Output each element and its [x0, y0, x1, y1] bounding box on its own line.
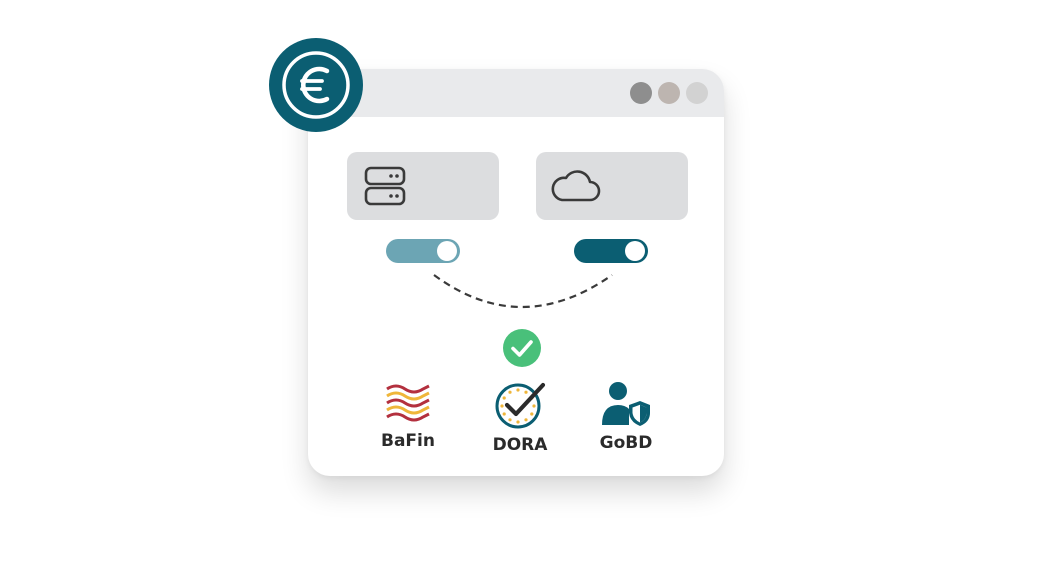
bafin-label: BaFin: [381, 431, 435, 451]
window-control-dot[interactable]: [658, 82, 680, 104]
bafin-logo: [386, 384, 430, 422]
server-card[interactable]: [347, 152, 499, 220]
user-shield-icon: [602, 382, 650, 426]
dora-label: DORA: [492, 435, 548, 455]
cloud-toggle[interactable]: [574, 239, 648, 263]
connection-curve: [433, 274, 613, 308]
app-window: BaFin DORA GoBD: [308, 69, 724, 476]
window-control-dot[interactable]: [686, 82, 708, 104]
toggle-knob: [437, 241, 457, 261]
gobd-badge: GoBD: [581, 381, 671, 453]
euro-icon: [269, 38, 363, 132]
cloud-icon: [551, 170, 601, 202]
euro-badge: [268, 37, 364, 133]
dora-badge: DORA: [475, 381, 565, 455]
check-icon: [503, 329, 541, 367]
cloud-card[interactable]: [536, 152, 688, 220]
on-premise-toggle[interactable]: [386, 239, 460, 263]
toggle-knob: [625, 241, 645, 261]
window-control-dot[interactable]: [630, 82, 652, 104]
gobd-label: GoBD: [599, 433, 653, 453]
title-bar: [308, 69, 724, 117]
dora-seal-icon: [495, 382, 546, 429]
server-icon: [364, 166, 406, 206]
bafin-badge: BaFin: [363, 381, 453, 451]
